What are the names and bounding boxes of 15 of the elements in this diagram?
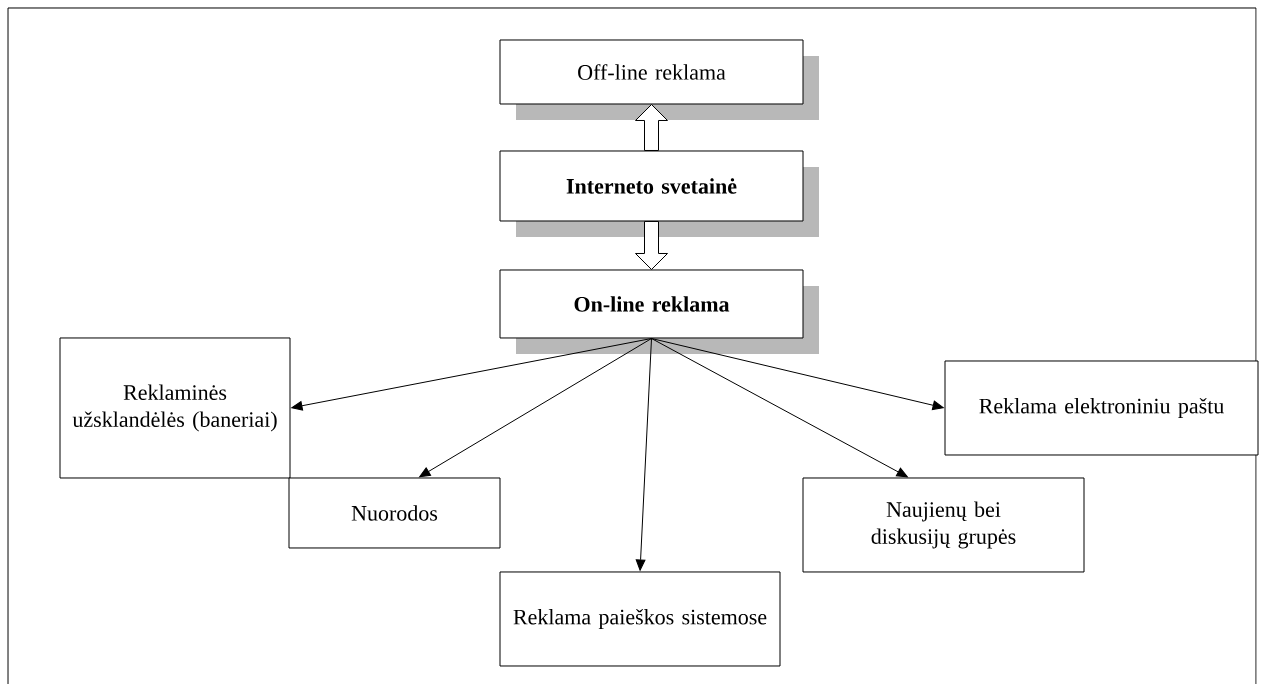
shadowed-box: Interneto svetainė (499, 150, 819, 237)
arrow (291, 338, 652, 411)
arrow (651, 338, 908, 478)
shadowed-box: Off-line reklama (499, 39, 819, 120)
arrow (419, 338, 652, 478)
text-box: Reklama elektroniniu paštu (944, 360, 1259, 456)
text-box: Nuorodos (288, 477, 501, 549)
text-box: Naujienų bei diskusijų grupės (802, 477, 1085, 573)
block-arrow (635, 104, 668, 151)
arrow (651, 338, 944, 411)
text-box: Reklama paieškos sistemose (499, 571, 781, 667)
text-box: Reklaminės užsklandėlės (baneriai) (59, 337, 291, 479)
shadowed-box: On-line reklama (499, 269, 819, 354)
arrow (635, 338, 652, 571)
block-arrow (635, 221, 668, 270)
